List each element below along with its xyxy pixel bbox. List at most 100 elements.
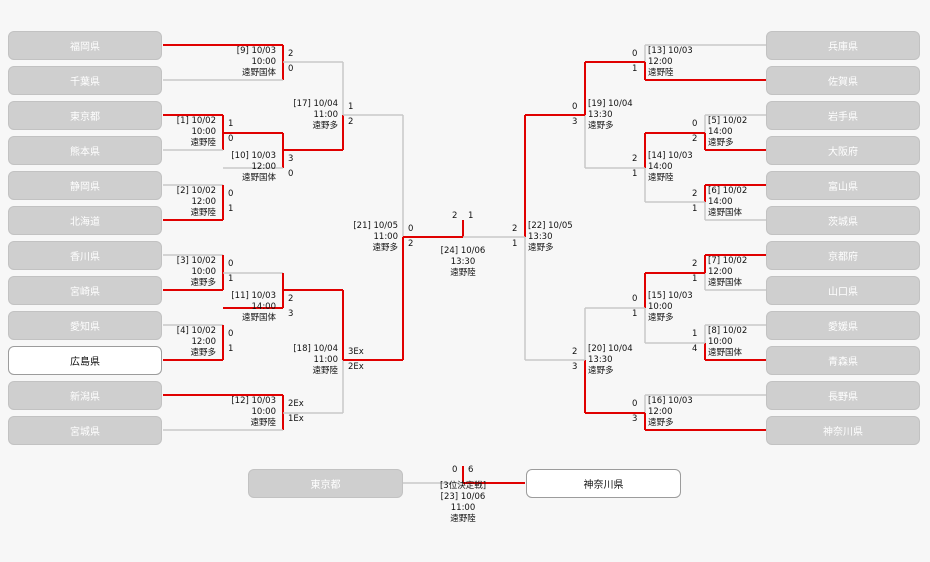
match-4-score-top: 0	[228, 329, 234, 339]
team-kyoto[interactable]: 京都府	[766, 241, 920, 270]
match-7-score-top: 2	[692, 259, 698, 269]
match-1-score-bottom: 0	[228, 134, 234, 144]
team-hokkaido[interactable]: 北海道	[8, 206, 162, 235]
match-22-score-bottom: 1	[512, 239, 518, 249]
match-11-score-bottom: 3	[288, 309, 294, 319]
team-saga[interactable]: 佐賀県	[766, 66, 920, 95]
team-kumamoto[interactable]: 熊本県	[8, 136, 162, 165]
team-aomori[interactable]: 青森県	[766, 346, 920, 375]
match-20-score-top: 2	[572, 347, 578, 357]
match-14-score-top: 2	[632, 154, 638, 164]
team-hiroshima[interactable]: 広島県	[8, 346, 162, 375]
team-third-right[interactable]: 神奈川県	[526, 469, 681, 498]
team-nagano[interactable]: 長野県	[766, 381, 920, 410]
match-13-score-bottom: 1	[632, 64, 638, 74]
match-15-score-top: 0	[632, 294, 638, 304]
team-miyazaki[interactable]: 宮崎県	[8, 276, 162, 305]
match-18-score-bottom: 2Ex	[348, 362, 364, 372]
match-16-score-bottom: 3	[632, 414, 638, 424]
match-1-score-top: 1	[228, 119, 234, 129]
match-23-score-right: 6	[468, 465, 474, 475]
team-aichi[interactable]: 愛知県	[8, 311, 162, 340]
match-20-score-bottom: 3	[572, 362, 578, 372]
team-ehime[interactable]: 愛媛県	[766, 311, 920, 340]
match-14-score-bottom: 1	[632, 169, 638, 179]
match-13-score-top: 0	[632, 49, 638, 59]
match-12-score-bottom: 1Ex	[288, 414, 304, 424]
match-9-score-top: 2	[288, 49, 294, 59]
team-kagawa[interactable]: 香川県	[8, 241, 162, 270]
match-22-score-top: 2	[512, 224, 518, 234]
team-iwate[interactable]: 岩手県	[766, 101, 920, 130]
match-9-score-bottom: 0	[288, 64, 294, 74]
team-tokyo[interactable]: 東京都	[8, 101, 162, 130]
match-3-score-bottom: 1	[228, 274, 234, 284]
team-niigata[interactable]: 新潟県	[8, 381, 162, 410]
team-hyogo[interactable]: 兵庫県	[766, 31, 920, 60]
match-23-score-left: 0	[452, 465, 458, 475]
match-2-score-bottom: 1	[228, 204, 234, 214]
match-19-score-bottom: 3	[572, 117, 578, 127]
match-3-score-top: 0	[228, 259, 234, 269]
match-19-score-top: 0	[572, 102, 578, 112]
team-yamaguchi[interactable]: 山口県	[766, 276, 920, 305]
match-24-score-right: 1	[468, 211, 474, 221]
match-21-score-bottom: 2	[408, 239, 414, 249]
match-8-score-top: 1	[692, 329, 698, 339]
match-18-score-top: 3Ex	[348, 347, 364, 357]
match-2-score-top: 0	[228, 189, 234, 199]
team-miyagi[interactable]: 宮城県	[8, 416, 162, 445]
team-ibaraki[interactable]: 茨城県	[766, 206, 920, 235]
team-fukuoka[interactable]: 福岡県	[8, 31, 162, 60]
match-10-score-bottom: 0	[288, 169, 294, 179]
match-10-score-top: 3	[288, 154, 294, 164]
match-11-score-top: 2	[288, 294, 294, 304]
match-4-score-bottom: 1	[228, 344, 234, 354]
match-12-score-top: 2Ex	[288, 399, 304, 409]
match-15-score-bottom: 1	[632, 309, 638, 319]
team-kanagawa[interactable]: 神奈川県	[766, 416, 920, 445]
team-third-left[interactable]: 東京都	[248, 469, 403, 498]
team-chiba[interactable]: 千葉県	[8, 66, 162, 95]
match-6-score-bottom: 1	[692, 204, 698, 214]
match-24-score-left: 2	[452, 211, 458, 221]
team-shizuoka[interactable]: 静岡県	[8, 171, 162, 200]
match-5-score-bottom: 2	[692, 134, 698, 144]
match-6-score-top: 2	[692, 189, 698, 199]
match-16-score-top: 0	[632, 399, 638, 409]
team-osaka[interactable]: 大阪府	[766, 136, 920, 165]
match-17-score-bottom: 2	[348, 117, 354, 127]
match-8-score-bottom: 4	[692, 344, 698, 354]
team-toyama[interactable]: 富山県	[766, 171, 920, 200]
match-21-score-top: 0	[408, 224, 414, 234]
match-17-score-top: 1	[348, 102, 354, 112]
match-7-score-bottom: 1	[692, 274, 698, 284]
match-5-score-top: 0	[692, 119, 698, 129]
